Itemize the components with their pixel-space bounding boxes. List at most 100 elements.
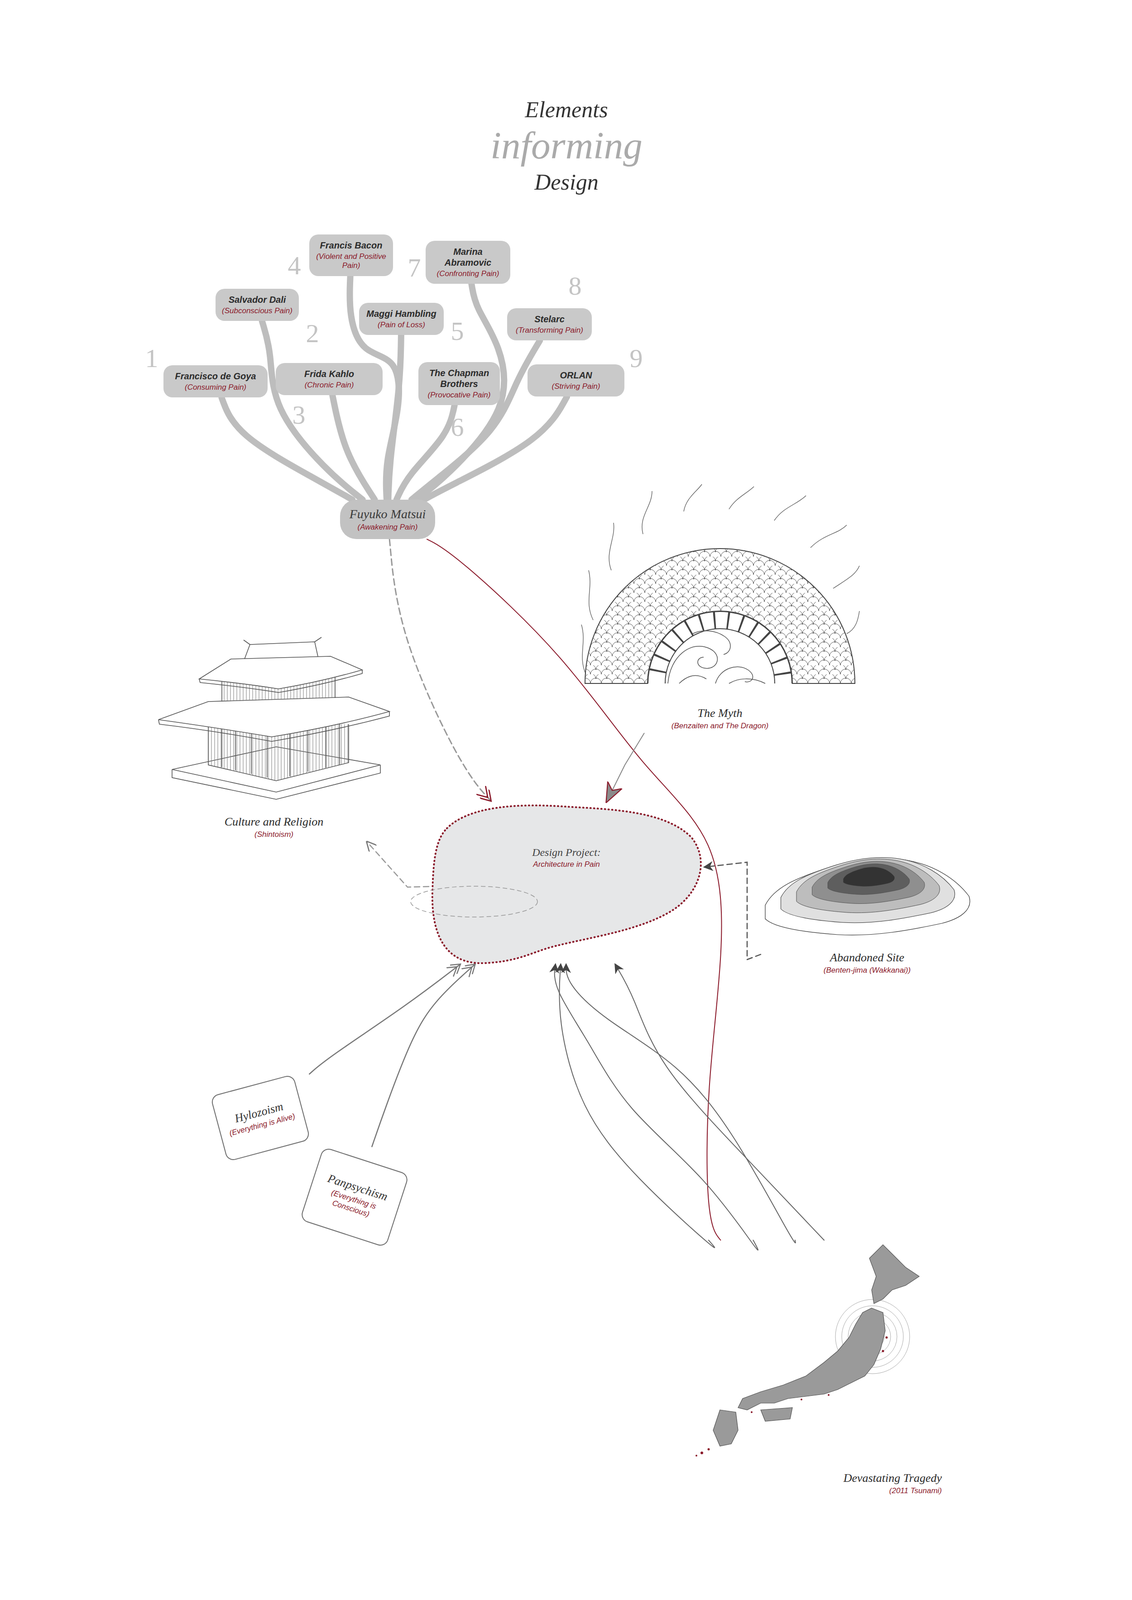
node-subtitle: (Consuming Pain) xyxy=(169,383,262,393)
flow-connector xyxy=(371,964,475,1147)
node-heading: Marina Abramovic xyxy=(431,246,504,269)
node-heading: Francis Bacon xyxy=(315,239,387,251)
node-heading: Frida Kahlo xyxy=(282,368,377,380)
node-subtitle: (Transforming Pain) xyxy=(513,326,586,336)
illustration-stroke xyxy=(750,1411,753,1414)
illustration-stroke xyxy=(158,697,390,738)
project-blob: Design Project:Architecture in Pain xyxy=(428,801,705,965)
node-heading: The Chapman Brothers xyxy=(424,367,494,390)
island-illustration xyxy=(760,851,974,942)
japan-map xyxy=(692,1240,951,1459)
flow-connector xyxy=(309,964,461,1075)
illustration-stroke xyxy=(765,857,970,936)
illustrated-node: Abandoned Site(Benten-jima (Wakkanai)) xyxy=(760,851,974,979)
illustration-stroke xyxy=(244,642,318,660)
title-word: Design xyxy=(534,169,599,195)
illustration-stroke xyxy=(869,1245,920,1305)
artist-box: Francisco de Goya(Consuming Pain) xyxy=(163,365,268,398)
flow-connector xyxy=(554,964,758,1251)
branch-connector xyxy=(423,396,567,500)
flow-connector xyxy=(704,862,761,960)
illustration-stroke xyxy=(695,1337,888,1458)
title-word: informing xyxy=(490,124,643,168)
branch-connector xyxy=(221,397,353,500)
artist-box: Francis Bacon(Violent and Positive Pain) xyxy=(309,234,394,277)
illustrated-node: Devastating Tragedy(2011 Tsunami) xyxy=(692,1240,951,1499)
node-heading: Design Project: xyxy=(428,846,705,859)
node-subtitle: (Violent and Positive Pain) xyxy=(315,252,387,271)
node-subtitle: (Subconscious Pain) xyxy=(221,306,293,316)
root-box: Fuyuko Matsui(Awakening Pain) xyxy=(340,499,436,540)
artist-box: ORLAN(Striving Pain) xyxy=(527,364,625,397)
illustration-stroke xyxy=(199,656,363,690)
node-heading: The Myth xyxy=(697,706,743,721)
flow-connector xyxy=(566,964,796,1244)
node-subtitle: (Shintoism) xyxy=(254,830,294,840)
node-subtitle: (Provocative Pain) xyxy=(424,390,494,400)
illustration-stroke xyxy=(796,859,940,914)
artist-box: Maggi Hambling(Pain of Loss) xyxy=(359,302,444,336)
artist-box: Marina Abramovic(Confronting Pain) xyxy=(425,240,511,284)
node-heading: Stelarc xyxy=(513,313,586,325)
node-subtitle: (Benzaiten and The Dragon) xyxy=(671,721,769,731)
illustration-stroke xyxy=(585,548,855,684)
node-subtitle: (Pain of Loss) xyxy=(365,320,438,330)
node-subtitle: (Benten-jima (Wakkanai)) xyxy=(823,966,911,976)
illustrated-node: Culture and Religion(Shintoism) xyxy=(153,633,394,843)
illustration-stroke xyxy=(713,1245,920,1447)
node-heading: Culture and Religion xyxy=(224,815,324,830)
callout-number: 1 xyxy=(145,344,159,374)
flow-connector xyxy=(606,733,644,802)
flow-connector xyxy=(614,964,825,1241)
callout-number: 4 xyxy=(287,251,302,281)
illustration-stroke xyxy=(700,1452,704,1455)
node-heading: Devastating Tragedy xyxy=(843,1472,942,1486)
node-subtitle: (Chronic Pain) xyxy=(282,380,377,390)
temple-illustration xyxy=(153,633,394,802)
illustration-stroke xyxy=(781,857,955,923)
illustration-stroke xyxy=(707,1448,710,1452)
callout-number: 5 xyxy=(450,316,465,346)
illustration-stroke xyxy=(827,863,910,895)
node-heading: Abandoned Site xyxy=(829,951,905,965)
illustration-stroke xyxy=(243,637,322,645)
illustration-stroke xyxy=(760,1408,793,1422)
illustrated-node: The Myth(Benzaiten and The Dragon) xyxy=(579,484,861,734)
artist-box: Frida Kahlo(Chronic Pain) xyxy=(275,363,383,396)
node-subtitle: (2011 Tsunami) xyxy=(889,1486,942,1497)
illustration-stroke xyxy=(885,1337,888,1340)
node-heading: Salvador Dali xyxy=(221,294,293,306)
flow-connector xyxy=(389,539,492,802)
concept-tag: Panpsychism(Everything is Conscious) xyxy=(299,1146,410,1248)
illustration-stroke xyxy=(827,1394,830,1397)
illustration-stroke xyxy=(667,631,766,684)
flow-connector xyxy=(367,842,429,888)
node-subtitle: (Awakening Pain) xyxy=(346,522,429,533)
branch-connector xyxy=(388,335,402,500)
dragon-illustration xyxy=(579,484,861,684)
artist-box: The Chapman Brothers(Provocative Pain) xyxy=(418,362,500,406)
illustration-stroke xyxy=(695,1455,698,1458)
node-subtitle: (Confronting Pain) xyxy=(431,269,504,279)
flow-connector xyxy=(559,964,715,1249)
blob-outline xyxy=(428,801,705,965)
callout-number: 2 xyxy=(306,319,320,349)
illustration-stroke xyxy=(158,637,390,800)
illustration-stroke xyxy=(713,1410,739,1447)
illustration-stroke xyxy=(158,711,390,742)
callout-number: 7 xyxy=(407,253,422,283)
node-subtitle: (Striving Pain) xyxy=(533,382,619,392)
illustration-stroke xyxy=(656,620,784,684)
node-heading: Francisco de Goya xyxy=(169,370,262,382)
branch-connector xyxy=(332,395,375,500)
callout-number: 8 xyxy=(568,271,582,301)
illustration-stroke xyxy=(199,670,363,693)
artist-box: Salvador Dali(Subconscious Pain) xyxy=(215,288,299,322)
blob-shape xyxy=(432,805,701,964)
node-heading: ORLAN xyxy=(533,369,619,381)
node-subtitle: Architecture in Pain xyxy=(428,860,705,870)
artist-box: Stelarc(Transforming Pain) xyxy=(507,308,592,341)
